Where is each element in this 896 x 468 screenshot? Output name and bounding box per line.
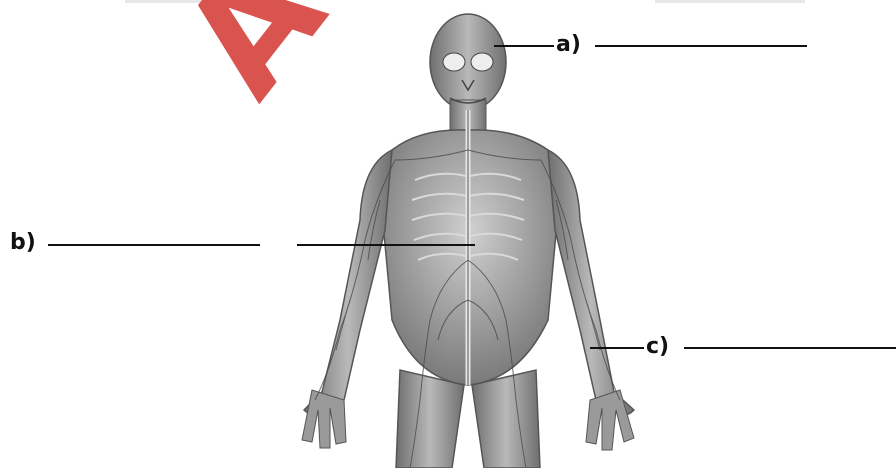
answer-line-c[interactable] [684,347,896,349]
pointer-line-a [494,45,554,47]
pointer-line-b [297,244,475,246]
label-a: a) [556,34,581,56]
answer-line-a[interactable] [595,45,807,47]
pointer-line-c [590,347,644,349]
label-b: b) [10,232,36,254]
answer-line-b[interactable] [48,244,260,246]
label-c: c) [646,336,669,358]
